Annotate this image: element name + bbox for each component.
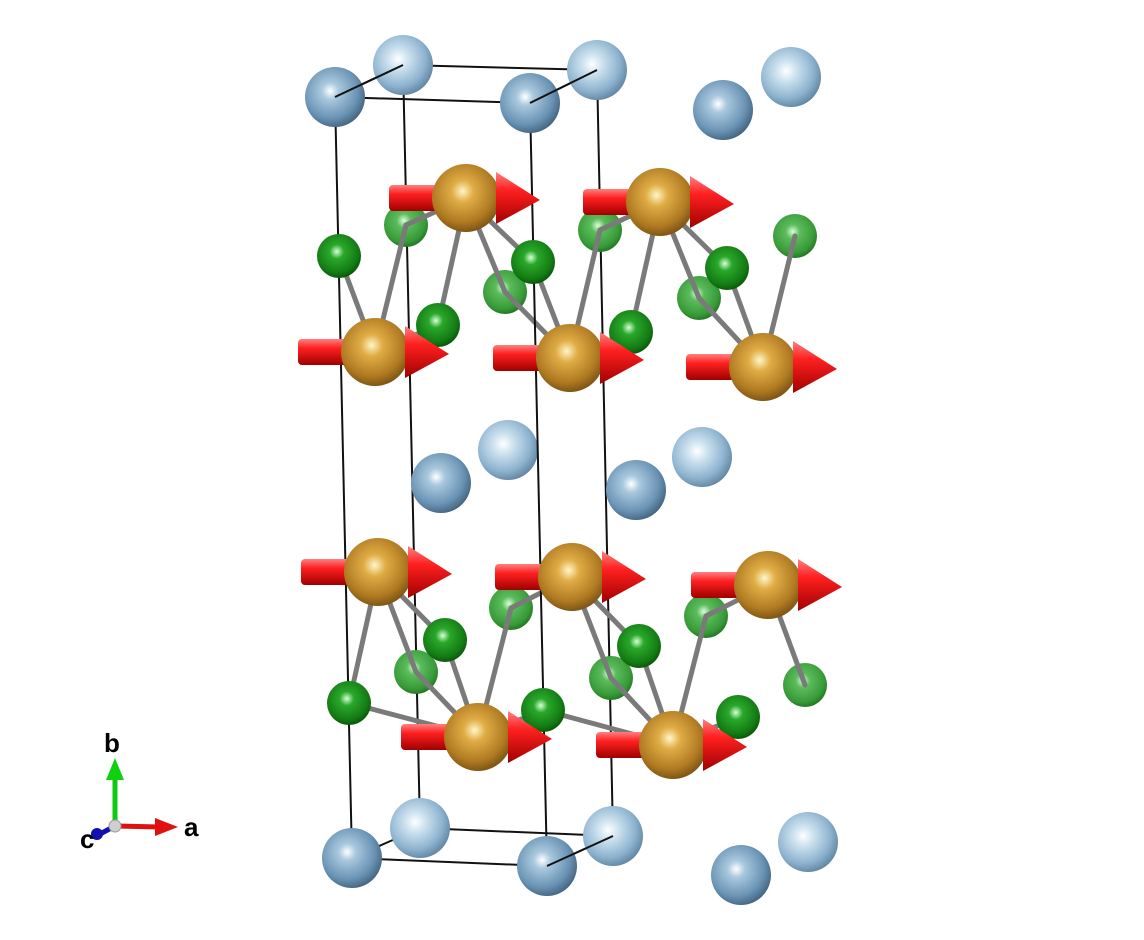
cation-atom (778, 812, 838, 872)
axis-c-label: c (80, 824, 95, 854)
anion-atom (317, 234, 361, 278)
anion-atom (327, 681, 371, 725)
unit-cell-edge (529, 69, 598, 104)
unit-cell-edge (529, 102, 548, 867)
magnetic-moment-arrowhead (690, 176, 734, 228)
axis-b-label: b (104, 728, 120, 758)
magnetic-atom (432, 164, 500, 232)
anion-atom (521, 688, 565, 732)
unit-cell-edge (402, 64, 421, 829)
axis-c-arrowhead (91, 828, 103, 840)
magnetic-moment-arrowhead (703, 719, 747, 771)
anion-atom (617, 624, 661, 668)
magnetic-atom (444, 703, 512, 771)
front-layer (298, 64, 842, 905)
magnetic-moment-arrowhead (793, 341, 837, 393)
magnetic-atom (729, 333, 797, 401)
unit-cell-edge (546, 835, 614, 867)
magnetic-moment-arrowhead (602, 551, 646, 603)
magnetic-moment-arrowhead (408, 546, 452, 598)
back-layer (334, 35, 838, 872)
anion-atom (423, 618, 467, 662)
axis-origin (108, 819, 122, 833)
unit-cell-edge (334, 96, 531, 104)
magnetic-moment-arrowhead (600, 332, 644, 384)
magnetic-atom (538, 543, 606, 611)
magnetic-atom (639, 711, 707, 779)
unit-cell-edge (334, 96, 353, 859)
axis-a-arrow (114, 823, 161, 830)
unit-cell-edge (402, 64, 598, 71)
unit-cell-edge (419, 827, 614, 837)
magnetic-moment-arrowhead (798, 559, 842, 611)
cation-atom (390, 798, 450, 858)
anion-atom (705, 246, 749, 290)
magnetic-atom (536, 324, 604, 392)
unit-cell-edge (596, 69, 614, 837)
axis-a-arrowhead (155, 818, 178, 836)
magnetic-moment-arrowhead (496, 172, 540, 224)
axis-a-label: a (184, 812, 199, 842)
cation-atom (322, 828, 382, 888)
magnetic-atom (626, 168, 694, 236)
cation-atom (672, 427, 732, 487)
unit-cell-edge (351, 857, 548, 867)
anion-atom (416, 303, 460, 347)
cation-atom (693, 80, 753, 140)
axis-indicator (91, 758, 178, 840)
magnetic-atom (341, 318, 409, 386)
cation-atom (411, 453, 471, 513)
cation-atom (761, 47, 821, 107)
cation-atom (711, 845, 771, 905)
magnetic-moment-arrowhead (508, 711, 552, 763)
magnetic-atom (344, 538, 412, 606)
anion-atom (609, 310, 653, 354)
magnetic-moment-arrowhead (405, 326, 449, 378)
anion-atom (511, 240, 555, 284)
unit-cell-edge (334, 64, 404, 98)
anion-atom (716, 695, 760, 739)
cation-atom (478, 420, 538, 480)
magnetic-atom (734, 551, 802, 619)
cation-atom (606, 460, 666, 520)
axis-b-arrowhead (106, 758, 124, 780)
